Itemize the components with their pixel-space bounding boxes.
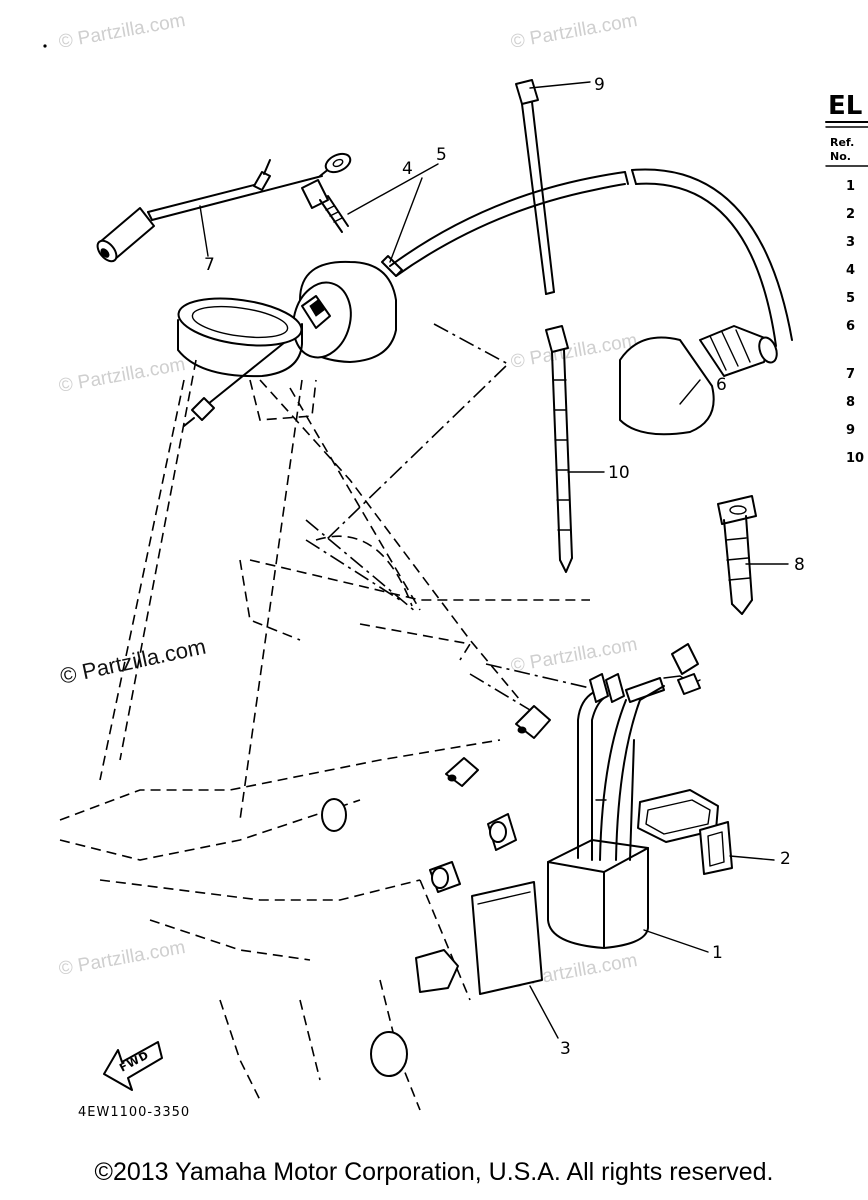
watermark: © Partzilla.com xyxy=(57,937,187,980)
callout-6: 6 xyxy=(716,375,727,395)
ref-number: 1 xyxy=(846,179,855,194)
callout-2: 2 xyxy=(780,849,791,869)
callout-7: 7 xyxy=(204,255,215,275)
no-label: No. xyxy=(830,150,851,163)
ref-number: 6 xyxy=(846,319,855,334)
ref-number: 4 xyxy=(846,263,855,278)
part-3-damper xyxy=(471,881,543,995)
callouts: 1 2 3 4 5 6 7 8 9 10 xyxy=(204,75,805,1059)
copyright-notice: ©2013 Yamaha Motor Corporation, U.S.A. A… xyxy=(94,1158,774,1186)
callout-10: 10 xyxy=(608,463,630,483)
part-code: 4EW1100-3350 xyxy=(78,1105,190,1120)
part-2-bracket xyxy=(637,789,733,875)
part-1-cdi-unit xyxy=(547,643,701,949)
stray-dot xyxy=(43,44,47,48)
callout-9: 9 xyxy=(594,75,605,95)
ref-number-column: 1 2 3 4 5 6 7 8 9 10 xyxy=(846,179,864,466)
part-6-plug-cap xyxy=(619,325,778,436)
callout-1: 1 xyxy=(712,943,723,963)
watermark-dark: © Partzilla.com xyxy=(58,634,208,689)
part-8-cable-tie xyxy=(717,495,757,615)
callout-leaders xyxy=(199,81,789,1039)
part-5-bolt xyxy=(301,179,349,233)
frame-mounts xyxy=(321,705,551,1077)
callout-3: 3 xyxy=(560,1039,571,1059)
fwd-arrow: FWD xyxy=(103,1041,163,1091)
watermark: © Partzilla.com xyxy=(57,354,187,397)
leader-lines xyxy=(305,323,591,711)
parts-list-header: EL Ref. No. xyxy=(825,91,868,167)
callout-4: 4 xyxy=(402,159,413,179)
watermark: © Partzilla.com xyxy=(509,10,639,53)
ref-label: Ref. xyxy=(830,136,854,149)
part-7-wire-lead xyxy=(96,152,352,263)
ref-number: 3 xyxy=(846,235,855,250)
callout-5: 5 xyxy=(436,145,447,165)
callout-8: 8 xyxy=(794,555,805,575)
ref-number: 8 xyxy=(846,395,855,410)
ref-number: 10 xyxy=(846,451,864,466)
ht-lead xyxy=(389,168,793,347)
ref-number: 9 xyxy=(846,423,855,438)
part-10-cable-tie xyxy=(545,325,573,573)
watermark: © Partzilla.com xyxy=(509,634,639,677)
frame-outline xyxy=(59,297,590,1111)
ref-number: 7 xyxy=(846,367,855,382)
parts-list-title: EL xyxy=(828,91,862,121)
watermark: © Partzilla.com xyxy=(57,10,187,53)
part-4-ignition-coil xyxy=(183,255,403,427)
ref-number: 5 xyxy=(846,291,855,306)
part-9-cable-tie xyxy=(515,79,555,295)
ref-number: 2 xyxy=(846,207,855,222)
